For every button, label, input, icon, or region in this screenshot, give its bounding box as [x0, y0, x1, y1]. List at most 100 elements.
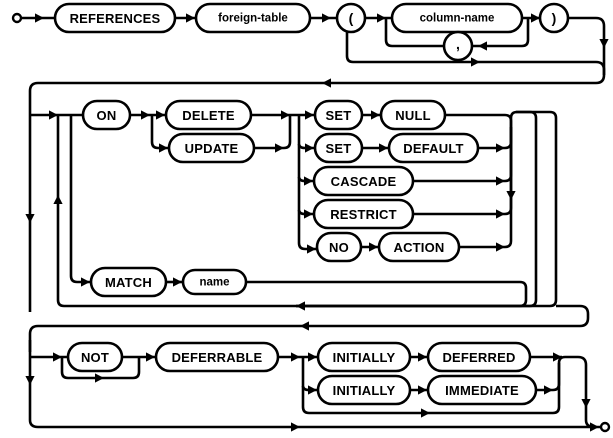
on-action-clause-group: ON DELETE UPDATE — [25, 99, 590, 352]
rail-branch-to-match — [69, 115, 90, 284]
arrow-icon — [49, 110, 58, 120]
node-rparen[interactable]: ) — [538, 2, 570, 34]
node-match[interactable]: MATCH — [89, 266, 168, 298]
node-label: NO — [329, 240, 349, 255]
rail-default-merge — [478, 127, 513, 150]
arrow-icon — [322, 78, 331, 88]
rail-block3-bypass — [28, 340, 596, 429]
rail-comma-loop-left — [384, 18, 444, 48]
node-label: column-name — [420, 13, 495, 25]
rail-action-fanout-spine — [297, 115, 316, 251]
node-label: , — [456, 36, 460, 52]
node-comma[interactable]: , — [442, 30, 474, 62]
rail-initially-skip — [301, 357, 430, 415]
rail-comma-loop-right — [472, 18, 530, 48]
arrow-icon — [418, 385, 427, 395]
node-initially-immediate-initially[interactable]: INITIALLY — [316, 374, 412, 406]
arrow-icon — [25, 376, 35, 385]
node-label: UPDATE — [185, 141, 239, 156]
deferrable-clause-group: NOT DEFERRABLE INITIALLY DEFERRED — [25, 340, 611, 433]
arrow-icon — [371, 110, 380, 120]
arrow-icon — [496, 242, 505, 252]
node-label: DEFERRED — [442, 350, 515, 365]
node-name[interactable]: name — [181, 268, 248, 296]
node-label: DEFAULT — [403, 141, 463, 156]
arrow-icon — [471, 57, 480, 67]
node-no[interactable]: NO — [315, 231, 363, 263]
node-null[interactable]: NULL — [379, 99, 447, 131]
node-initially-deferred-initially[interactable]: INITIALLY — [316, 341, 412, 373]
node-shape — [442, 30, 474, 62]
node-foreign-table[interactable]: foreign-table — [194, 2, 312, 34]
node-label: CASCADE — [331, 174, 397, 189]
node-cascade[interactable]: CASCADE — [312, 165, 415, 197]
arrow-icon — [496, 143, 505, 153]
arrow-icon — [418, 352, 427, 362]
node-delete[interactable]: DELETE — [164, 99, 253, 131]
arrow-icon — [599, 39, 609, 48]
node-not[interactable]: NOT — [66, 341, 124, 373]
arrow-icon — [281, 110, 290, 120]
node-on[interactable]: ON — [81, 99, 132, 131]
node-set-null-set[interactable]: SET — [313, 99, 364, 131]
arrow-icon — [25, 214, 35, 223]
arrow-icon — [531, 13, 540, 23]
arrow-icon — [173, 277, 182, 287]
arrow-icon — [146, 352, 155, 362]
node-label: NULL — [395, 108, 430, 123]
arrow-icon — [141, 110, 150, 120]
rail-action-exit — [296, 110, 558, 308]
arrow-icon — [275, 143, 284, 153]
arrow-icon — [307, 244, 316, 254]
arrow-icon — [544, 385, 553, 395]
arrow-icon — [53, 195, 63, 204]
rail-action-repeat-left — [56, 115, 290, 308]
arrow-icon — [304, 209, 313, 219]
arrow-icon — [506, 191, 516, 200]
node-set-default-set[interactable]: SET — [313, 132, 364, 164]
node-column-name[interactable]: column-name — [390, 2, 524, 34]
arrow-icon — [291, 352, 300, 362]
node-lparen[interactable]: ( — [335, 2, 367, 34]
rail-skip-merge — [430, 363, 561, 415]
rail-update-merge — [254, 115, 292, 150]
rail-block3-exit — [565, 355, 600, 429]
node-label: DEFERRABLE — [172, 350, 263, 365]
arrow-icon — [369, 242, 378, 252]
node-label: name — [199, 277, 229, 289]
arrow-icon — [322, 13, 331, 23]
node-restrict[interactable]: RESTRICT — [312, 198, 415, 230]
arrow-icon — [421, 408, 430, 418]
arrow-icon — [496, 209, 505, 219]
arrow-icon — [53, 352, 62, 362]
arrow-icon — [291, 422, 300, 432]
arrow-icon — [581, 399, 591, 408]
node-default[interactable]: DEFAULT — [387, 132, 480, 164]
node-immediate[interactable]: IMMEDIATE — [426, 374, 538, 406]
start-terminal — [11, 12, 23, 24]
node-action[interactable]: ACTION — [377, 231, 461, 263]
rail-row1-to-row2 — [28, 16, 606, 112]
arrow-icon — [305, 110, 314, 120]
node-label: SET — [326, 141, 352, 156]
node-deferrable[interactable]: DEFERRABLE — [154, 341, 280, 373]
node-deferred[interactable]: DEFERRED — [426, 341, 532, 373]
node-update[interactable]: UPDATE — [167, 132, 256, 164]
node-label: foreign-table — [218, 13, 288, 25]
arrow-icon — [590, 422, 599, 432]
node-label: MATCH — [105, 275, 152, 290]
node-references[interactable]: REFERENCES — [53, 2, 177, 34]
end-terminal — [599, 421, 611, 433]
node-label: INITIALLY — [333, 383, 396, 398]
node-label: REFERENCES — [70, 11, 161, 26]
arrow-icon — [159, 143, 168, 153]
node-label: ACTION — [393, 240, 444, 255]
arrow-icon — [305, 143, 314, 153]
node-label: ( — [349, 10, 354, 26]
rail-action-merge — [459, 127, 513, 249]
arrow-icon — [304, 176, 313, 186]
rail-branch-to-update — [150, 115, 168, 150]
rail-null-merge — [445, 113, 513, 127]
references-clause-group: REFERENCES foreign-table ( column-name — [11, 2, 609, 112]
